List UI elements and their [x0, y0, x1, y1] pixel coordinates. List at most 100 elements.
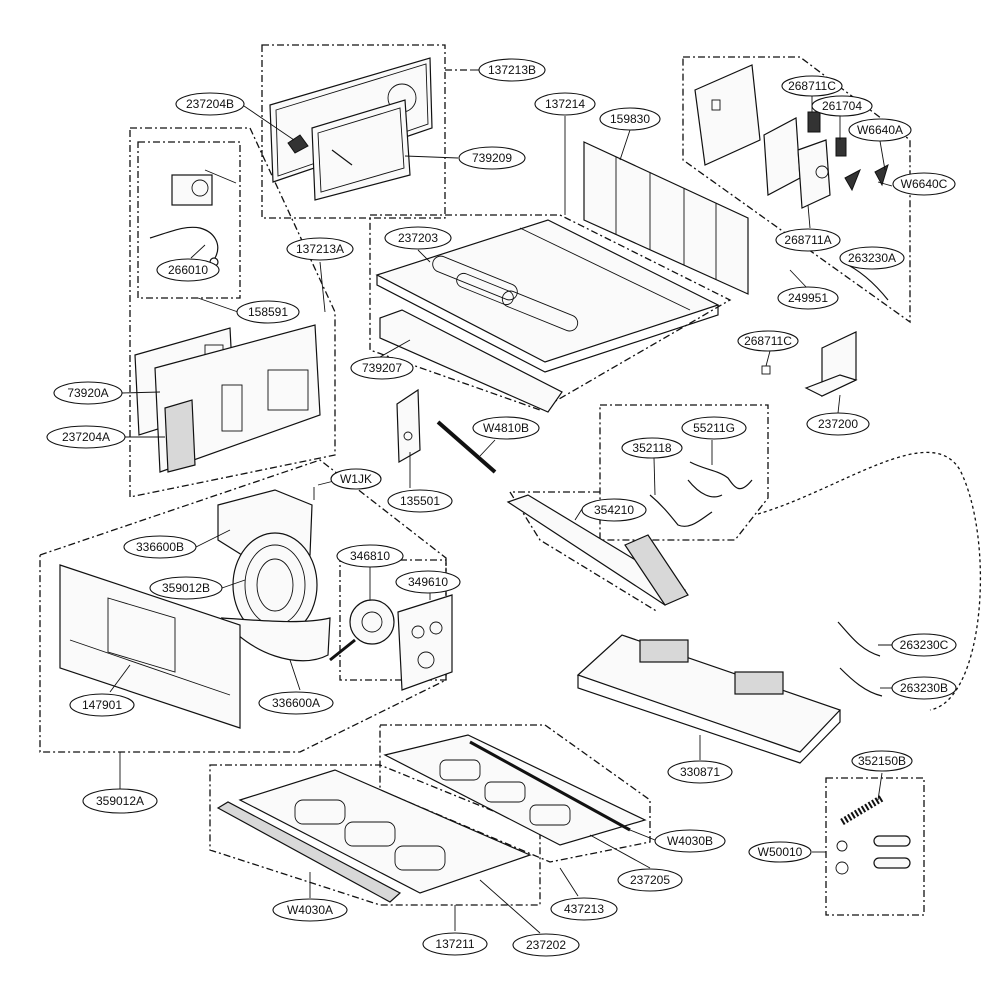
- callout[interactable]: 137213B: [478, 58, 546, 82]
- callout[interactable]: 359012A: [82, 788, 158, 814]
- callout-text: W50010: [758, 845, 803, 859]
- callout-text: 237202: [526, 938, 566, 952]
- callout[interactable]: 237202: [512, 933, 580, 957]
- callout[interactable]: W50010: [748, 841, 812, 863]
- callout[interactable]: 739209: [458, 146, 526, 170]
- part-237205: [383, 734, 647, 846]
- part-249951: [694, 64, 889, 301]
- part-55211G: [649, 461, 753, 527]
- callout[interactable]: 237205: [617, 868, 683, 892]
- part-352150B: [835, 794, 911, 875]
- callout-text: W1JK: [340, 472, 372, 486]
- callout[interactable]: 159830: [599, 107, 661, 131]
- callout[interactable]: 346810: [336, 544, 404, 568]
- callout[interactable]: W6640C: [892, 172, 956, 196]
- callout[interactable]: 330871: [667, 760, 733, 784]
- callout-text: 354210: [594, 503, 634, 517]
- callout-text: 263230B: [900, 681, 948, 695]
- part-336600A: [220, 617, 331, 662]
- part-237203: [375, 219, 720, 373]
- callout-text: W4030A: [287, 903, 333, 917]
- callout[interactable]: 268711C: [781, 75, 843, 97]
- callout-text: 268711C: [788, 79, 836, 93]
- callout-text: 359012A: [96, 794, 144, 808]
- part-263230C: [837, 621, 883, 697]
- callout-text: 237204A: [62, 430, 110, 444]
- callout[interactable]: 336600B: [123, 535, 197, 559]
- part-354210: [506, 494, 689, 606]
- callout[interactable]: 249951: [777, 286, 839, 310]
- callout[interactable]: 147901: [69, 693, 135, 717]
- callout[interactable]: W4810B: [472, 416, 540, 440]
- callout-text: 158591: [248, 305, 288, 319]
- callout-text: 73920A: [67, 386, 108, 400]
- part-W4030A: [216, 801, 402, 903]
- callout[interactable]: 349610: [395, 570, 461, 594]
- callout[interactable]: 336600A: [258, 691, 334, 715]
- callout[interactable]: 263230A: [839, 246, 905, 270]
- callout[interactable]: W4030B: [654, 829, 726, 853]
- callout[interactable]: W6640A: [848, 118, 912, 142]
- callout[interactable]: 261704: [811, 95, 873, 117]
- part-346810: [313, 487, 395, 662]
- callout-text: 359012B: [162, 581, 210, 595]
- callout[interactable]: 268711C: [737, 330, 799, 352]
- part-739209: [311, 99, 411, 201]
- callout[interactable]: 437213: [550, 897, 618, 921]
- callout-text: 237200: [818, 417, 858, 431]
- part-266010: [149, 169, 237, 267]
- part-237204A: [154, 324, 321, 473]
- callout[interactable]: 73920A: [53, 381, 123, 405]
- callout[interactable]: 237200: [806, 412, 870, 436]
- callout-text: W6640C: [901, 177, 948, 191]
- callout[interactable]: 135501: [387, 489, 453, 513]
- callout[interactable]: 352118: [621, 437, 683, 459]
- callout-text: 336600A: [272, 696, 320, 710]
- callout[interactable]: 158591: [236, 300, 300, 324]
- callout-text: 147901: [82, 698, 122, 712]
- callout[interactable]: 137211: [422, 932, 488, 956]
- callout[interactable]: W1JK: [330, 468, 382, 490]
- part-147901: [59, 564, 241, 729]
- callout[interactable]: 354210: [581, 498, 647, 522]
- callout-text: 159830: [610, 112, 650, 126]
- callout[interactable]: 352150B: [851, 750, 913, 772]
- callout[interactable]: 359012B: [149, 576, 223, 600]
- callout[interactable]: 55211G: [681, 416, 747, 440]
- callout[interactable]: 137213A: [286, 237, 354, 261]
- part-237200: [761, 331, 858, 397]
- callout[interactable]: 237204B: [175, 92, 245, 116]
- callout-text: 349610: [408, 575, 448, 589]
- callout-text: 137214: [545, 97, 585, 111]
- callout-text: 263230C: [900, 638, 949, 652]
- part-330871: [576, 634, 842, 764]
- callout-text: 266010: [168, 263, 208, 277]
- callout-text: 330871: [680, 765, 720, 779]
- callout-text: 352118: [632, 441, 671, 455]
- callout[interactable]: 739207: [350, 356, 414, 380]
- callout[interactable]: W4030A: [272, 898, 348, 922]
- callout[interactable]: 263230B: [891, 676, 957, 700]
- callout-text: 249951: [788, 291, 828, 305]
- callout-text: 346810: [350, 549, 390, 563]
- part-159830: [583, 141, 749, 295]
- group-boundaries: [39, 44, 982, 916]
- part-labels: 137213B 237204B 739209 137214 159830 268…: [46, 58, 957, 957]
- callout[interactable]: 263230C: [891, 633, 957, 657]
- callout-text: 55211G: [693, 421, 735, 435]
- callout-text: 137213B: [488, 63, 536, 77]
- callout-text: W4030B: [667, 834, 713, 848]
- callout[interactable]: 237204A: [46, 425, 126, 449]
- callout[interactable]: 137214: [534, 92, 596, 116]
- callout-text: 135501: [400, 494, 440, 508]
- callout-text: 237205: [630, 873, 670, 887]
- callout-text: 263230A: [848, 251, 896, 265]
- part-349610: [397, 594, 453, 691]
- callout-text: 261704: [822, 99, 862, 113]
- callout[interactable]: 237203: [384, 226, 452, 250]
- callout[interactable]: 266010: [156, 258, 220, 282]
- callout-text: 268711C: [744, 334, 792, 348]
- part-237202: [238, 769, 532, 894]
- callout[interactable]: 268711A: [775, 228, 841, 252]
